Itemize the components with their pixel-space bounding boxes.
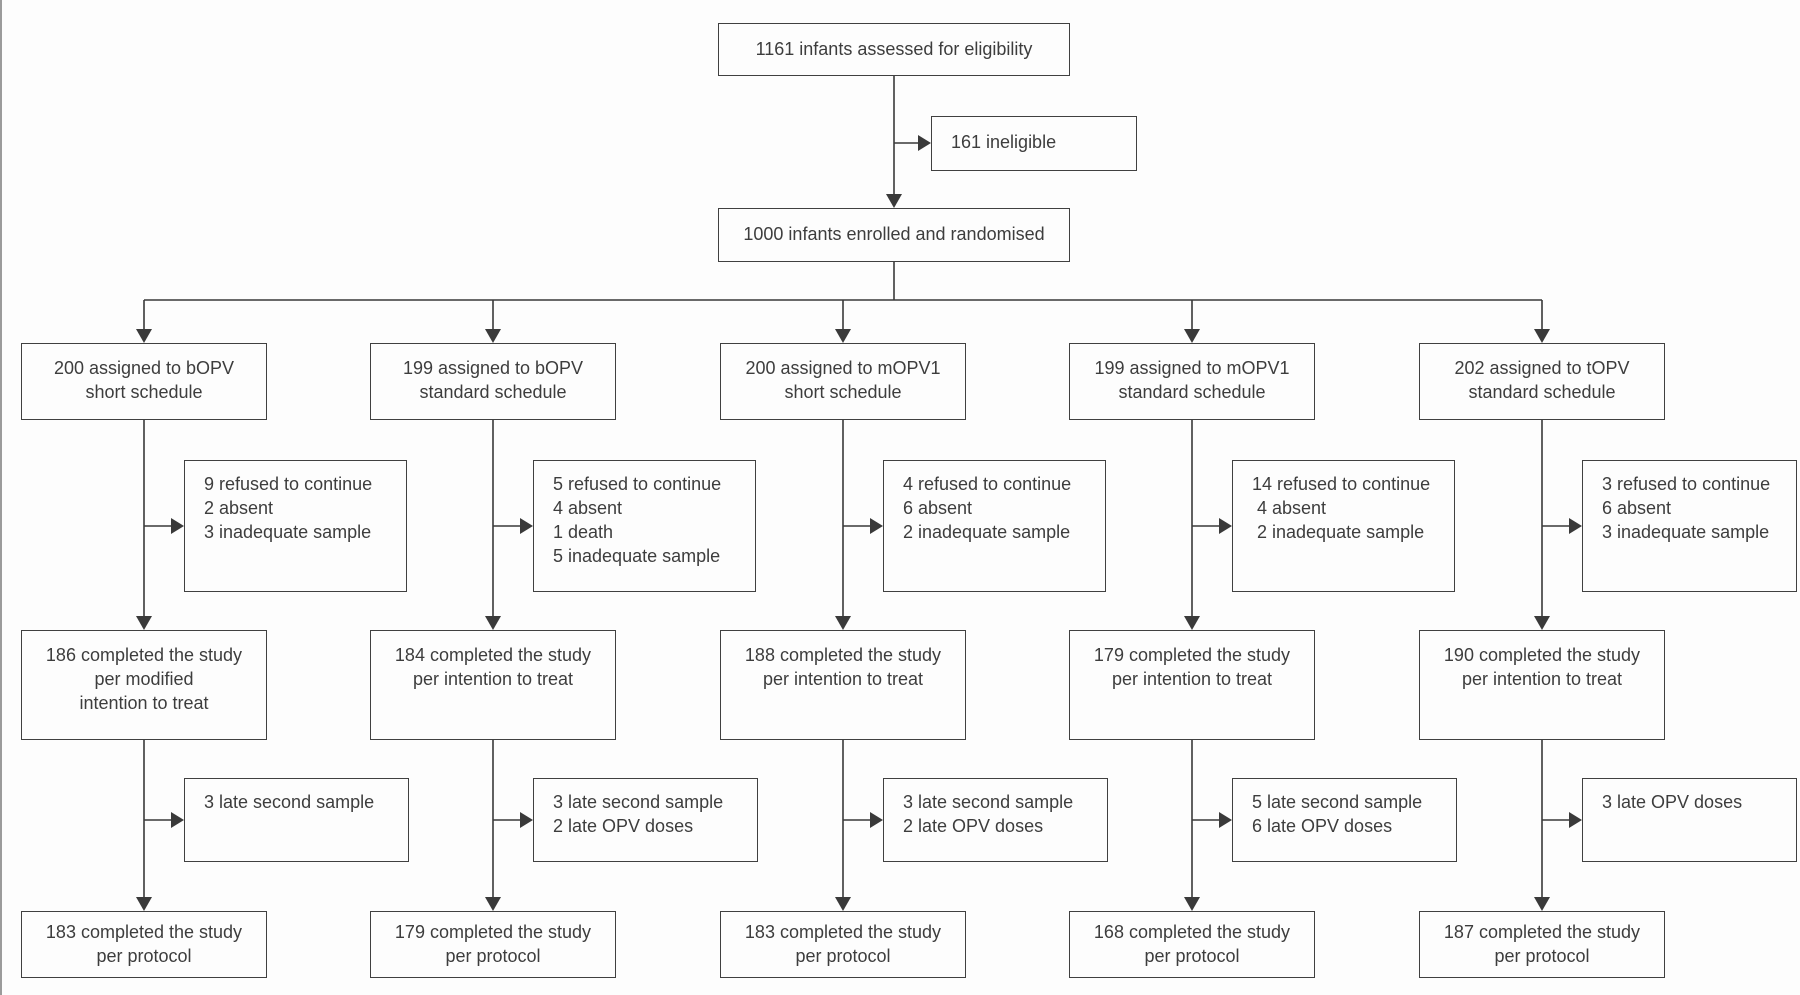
box-text-line: per intention to treat [1461, 669, 1623, 689]
withdrawn-box: 9 refused to continue 2 absent 3 inadequat… [184, 460, 407, 592]
box-text-line: intention to treat [79, 693, 209, 713]
withdrawn-box: 5 refused to continue 4 absent 1 death 5 in… [533, 460, 756, 592]
box-text-line: 3 late second sample [204, 792, 375, 812]
box-text-line: 6 absent [1602, 498, 1672, 518]
completed-itt-box: 184 completed the study per intention to … [370, 630, 616, 740]
box-text-line: 161 ineligible [951, 132, 1057, 152]
box-text-line: 2 late OPV doses [553, 816, 694, 836]
completed-itt-box: 186 completed the study per modified inten… [21, 630, 267, 740]
box-text-line: 187 completed the study [1443, 922, 1641, 942]
box-text-line: per intention to treat [412, 669, 574, 689]
completed-itt-box: 190 completed the study per intention to … [1419, 630, 1665, 740]
box-text-line: per modified [94, 669, 194, 689]
box-text-line: 3 late second sample [553, 792, 724, 812]
late-box: 3 late second sample 2 late OPV doses [533, 778, 758, 862]
box-text-line: 5 late second sample [1252, 792, 1423, 812]
box-text-line: per protocol [96, 946, 192, 966]
late-box: 5 late second sample 6 late OPV doses [1232, 778, 1457, 862]
box-text-line: per protocol [795, 946, 891, 966]
box-text-line: 5 inadequate sample [553, 546, 721, 566]
box-text-line: standard schedule [419, 382, 567, 402]
box-text-line: 188 completed the study [744, 645, 942, 665]
box-text-line: 9 refused to continue [204, 474, 373, 494]
withdrawn-box: 4 refused to continue 6 absent 2 inadequat… [883, 460, 1106, 592]
box-text-line: 168 completed the study [1093, 922, 1291, 942]
ineligible-box: 161 ineligible [931, 116, 1137, 171]
completed-itt-box: 179 completed the study per intention to … [1069, 630, 1315, 740]
box-text-line: 200 assigned to mOPV1 [745, 358, 941, 378]
box-text-line: 4 absent [553, 498, 623, 518]
box-text-line: 2 inadequate sample [1252, 522, 1425, 542]
box-text-line: per protocol [1494, 946, 1590, 966]
assigned-box: 200 assigned to mOPV1 short schedule [720, 343, 966, 420]
box-text-line: 2 absent [204, 498, 274, 518]
per-protocol-box: 179 completed the study per protocol [370, 911, 616, 978]
box-text-line: 1 death [553, 522, 614, 542]
box-text-line: per intention to treat [762, 669, 924, 689]
box-text-line: 2 late OPV doses [903, 816, 1044, 836]
box-text-line: 202 assigned to tOPV [1454, 358, 1630, 378]
box-text-line: 199 assigned to mOPV1 [1094, 358, 1290, 378]
box-text-line: per protocol [1144, 946, 1240, 966]
late-box: 3 late OPV doses [1582, 778, 1797, 862]
box-text-line: per intention to treat [1111, 669, 1273, 689]
box-text-line: 190 completed the study [1443, 645, 1641, 665]
box-text-line: 3 late second sample [903, 792, 1074, 812]
box-text-line: 14 refused to continue [1252, 474, 1431, 494]
box-text-line: 200 assigned to bOPV [53, 358, 235, 378]
per-protocol-box: 187 completed the study per protocol [1419, 911, 1665, 978]
box-text-line: 186 completed the study [45, 645, 243, 665]
box-text-line: 199 assigned to bOPV [402, 358, 584, 378]
assigned-box: 199 assigned to mOPV1 standard schedule [1069, 343, 1315, 420]
box-text-line: 3 late OPV doses [1602, 792, 1743, 812]
assigned-box: 202 assigned to tOPV standard schedule [1419, 343, 1665, 420]
completed-itt-box: 188 completed the study per intention to … [720, 630, 966, 740]
assigned-box: 199 assigned to bOPV standard schedule [370, 343, 616, 420]
box-text-line: 183 completed the study [744, 922, 942, 942]
box-text-line: short schedule [784, 382, 902, 402]
box-text-line: 6 late OPV doses [1252, 816, 1393, 836]
box-text-line: 1000 infants enrolled and randomised [743, 224, 1045, 244]
box-text-line: 3 inadequate sample [1602, 522, 1770, 542]
box-text-line: 179 completed the study [394, 922, 592, 942]
per-protocol-box: 183 completed the study per protocol [21, 911, 267, 978]
box-text-line: per protocol [445, 946, 541, 966]
box-text-line: 3 refused to continue [1602, 474, 1771, 494]
per-protocol-box: 183 completed the study per protocol [720, 911, 966, 978]
enrolled-box: 1000 infants enrolled and randomised [718, 208, 1070, 262]
withdrawn-box: 14 refused to continue 4 absent 2 inadeq… [1232, 460, 1455, 592]
per-protocol-box: 168 completed the study per protocol [1069, 911, 1315, 978]
box-text-line: 179 completed the study [1093, 645, 1291, 665]
box-text-line: 5 refused to continue [553, 474, 722, 494]
box-text-line: 4 refused to continue [903, 474, 1072, 494]
box-text-line: standard schedule [1468, 382, 1616, 402]
box-text-line: 184 completed the study [394, 645, 592, 665]
box-text-line: 4 absent [1252, 498, 1327, 518]
late-box: 3 late second sample [184, 778, 409, 862]
late-box: 3 late second sample 2 late OPV doses [883, 778, 1108, 862]
assessed-box: 1161 infants assessed for eligibility [718, 23, 1070, 76]
box-text-line: standard schedule [1118, 382, 1266, 402]
box-text-line: short schedule [85, 382, 203, 402]
box-text-line: 183 completed the study [45, 922, 243, 942]
box-text-line: 3 inadequate sample [204, 522, 372, 542]
assigned-box: 200 assigned to bOPV short schedule [21, 343, 267, 420]
box-text-line: 2 inadequate sample [903, 522, 1071, 542]
box-text-line: 6 absent [903, 498, 973, 518]
box-text-line: 1161 infants assessed for eligibility [755, 39, 1033, 59]
withdrawn-box: 3 refused to continue 6 absent 3 inadequat… [1582, 460, 1797, 592]
